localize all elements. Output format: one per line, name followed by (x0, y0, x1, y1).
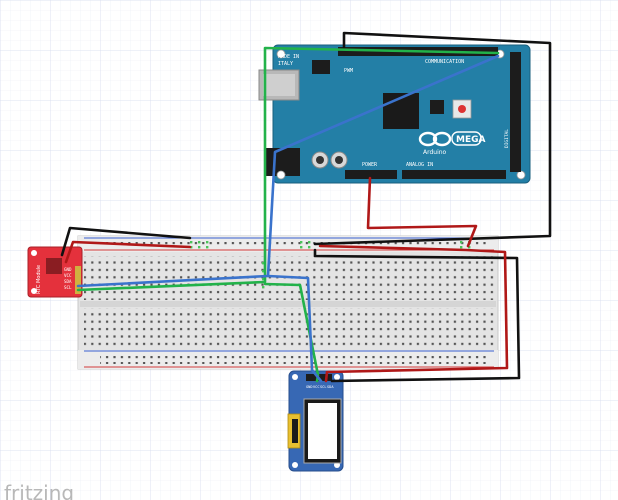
made-in-label: MADE IN (278, 54, 299, 60)
communication-label: COMMUNICATION (425, 59, 464, 65)
rtc-pin-gnd: GND (64, 267, 72, 272)
power-header[interactable] (345, 170, 397, 179)
wire-red-rtc-vcc[interactable] (64, 240, 192, 264)
analog-header[interactable] (402, 170, 506, 179)
rtc-module-label: RTC Module (36, 265, 42, 294)
oled-pin-gnd: GND (306, 385, 313, 389)
digital-header-right[interactable] (510, 52, 521, 172)
oled-pin-scl: SCL (320, 385, 327, 389)
wire-black-rtc-gnd[interactable] (60, 226, 192, 257)
wire-black-oled-gnd[interactable] (313, 248, 521, 383)
wire-blue-scl[interactable] (76, 54, 500, 288)
arduino-brand-label: Arduino (423, 149, 447, 156)
reset-button-cap[interactable] (458, 105, 466, 113)
oled-display-module[interactable]: GND VCC SCL SDA (287, 370, 344, 472)
power-label: POWER (362, 162, 378, 168)
pwm-label: PWM (344, 68, 353, 74)
wire-green-sda[interactable] (76, 46, 500, 292)
wire-red-oled-vcc[interactable] (318, 244, 509, 383)
oled-pin-vcc: VCC (313, 385, 320, 389)
rtc-pin-vcc: VCC (64, 273, 72, 278)
country-label: ITALY (278, 61, 293, 67)
arduino-infinity-logo-icon (418, 131, 452, 147)
wire-red-arduino-5v[interactable] (366, 176, 478, 248)
rtc-pin-scl: SCL (64, 285, 72, 290)
digital-label: DIGITAL (504, 129, 510, 148)
rtc-pin-sda: SDA (64, 279, 72, 284)
rtc-module[interactable]: RTC Module GND VCC SDA SCL (27, 246, 83, 298)
analog-in-label: ANALOG IN (406, 162, 433, 168)
arduino-mega-board[interactable]: MADE IN ITALY PWM COMMUNICATION MEGA Ard… (258, 44, 531, 184)
fritzing-watermark: fritzing (4, 481, 74, 500)
wires (60, 31, 552, 383)
mega-label: MEGA (456, 135, 485, 145)
oled-pin-sda: SDA (327, 385, 334, 389)
wire-blue-oled-scl[interactable] (266, 274, 323, 383)
